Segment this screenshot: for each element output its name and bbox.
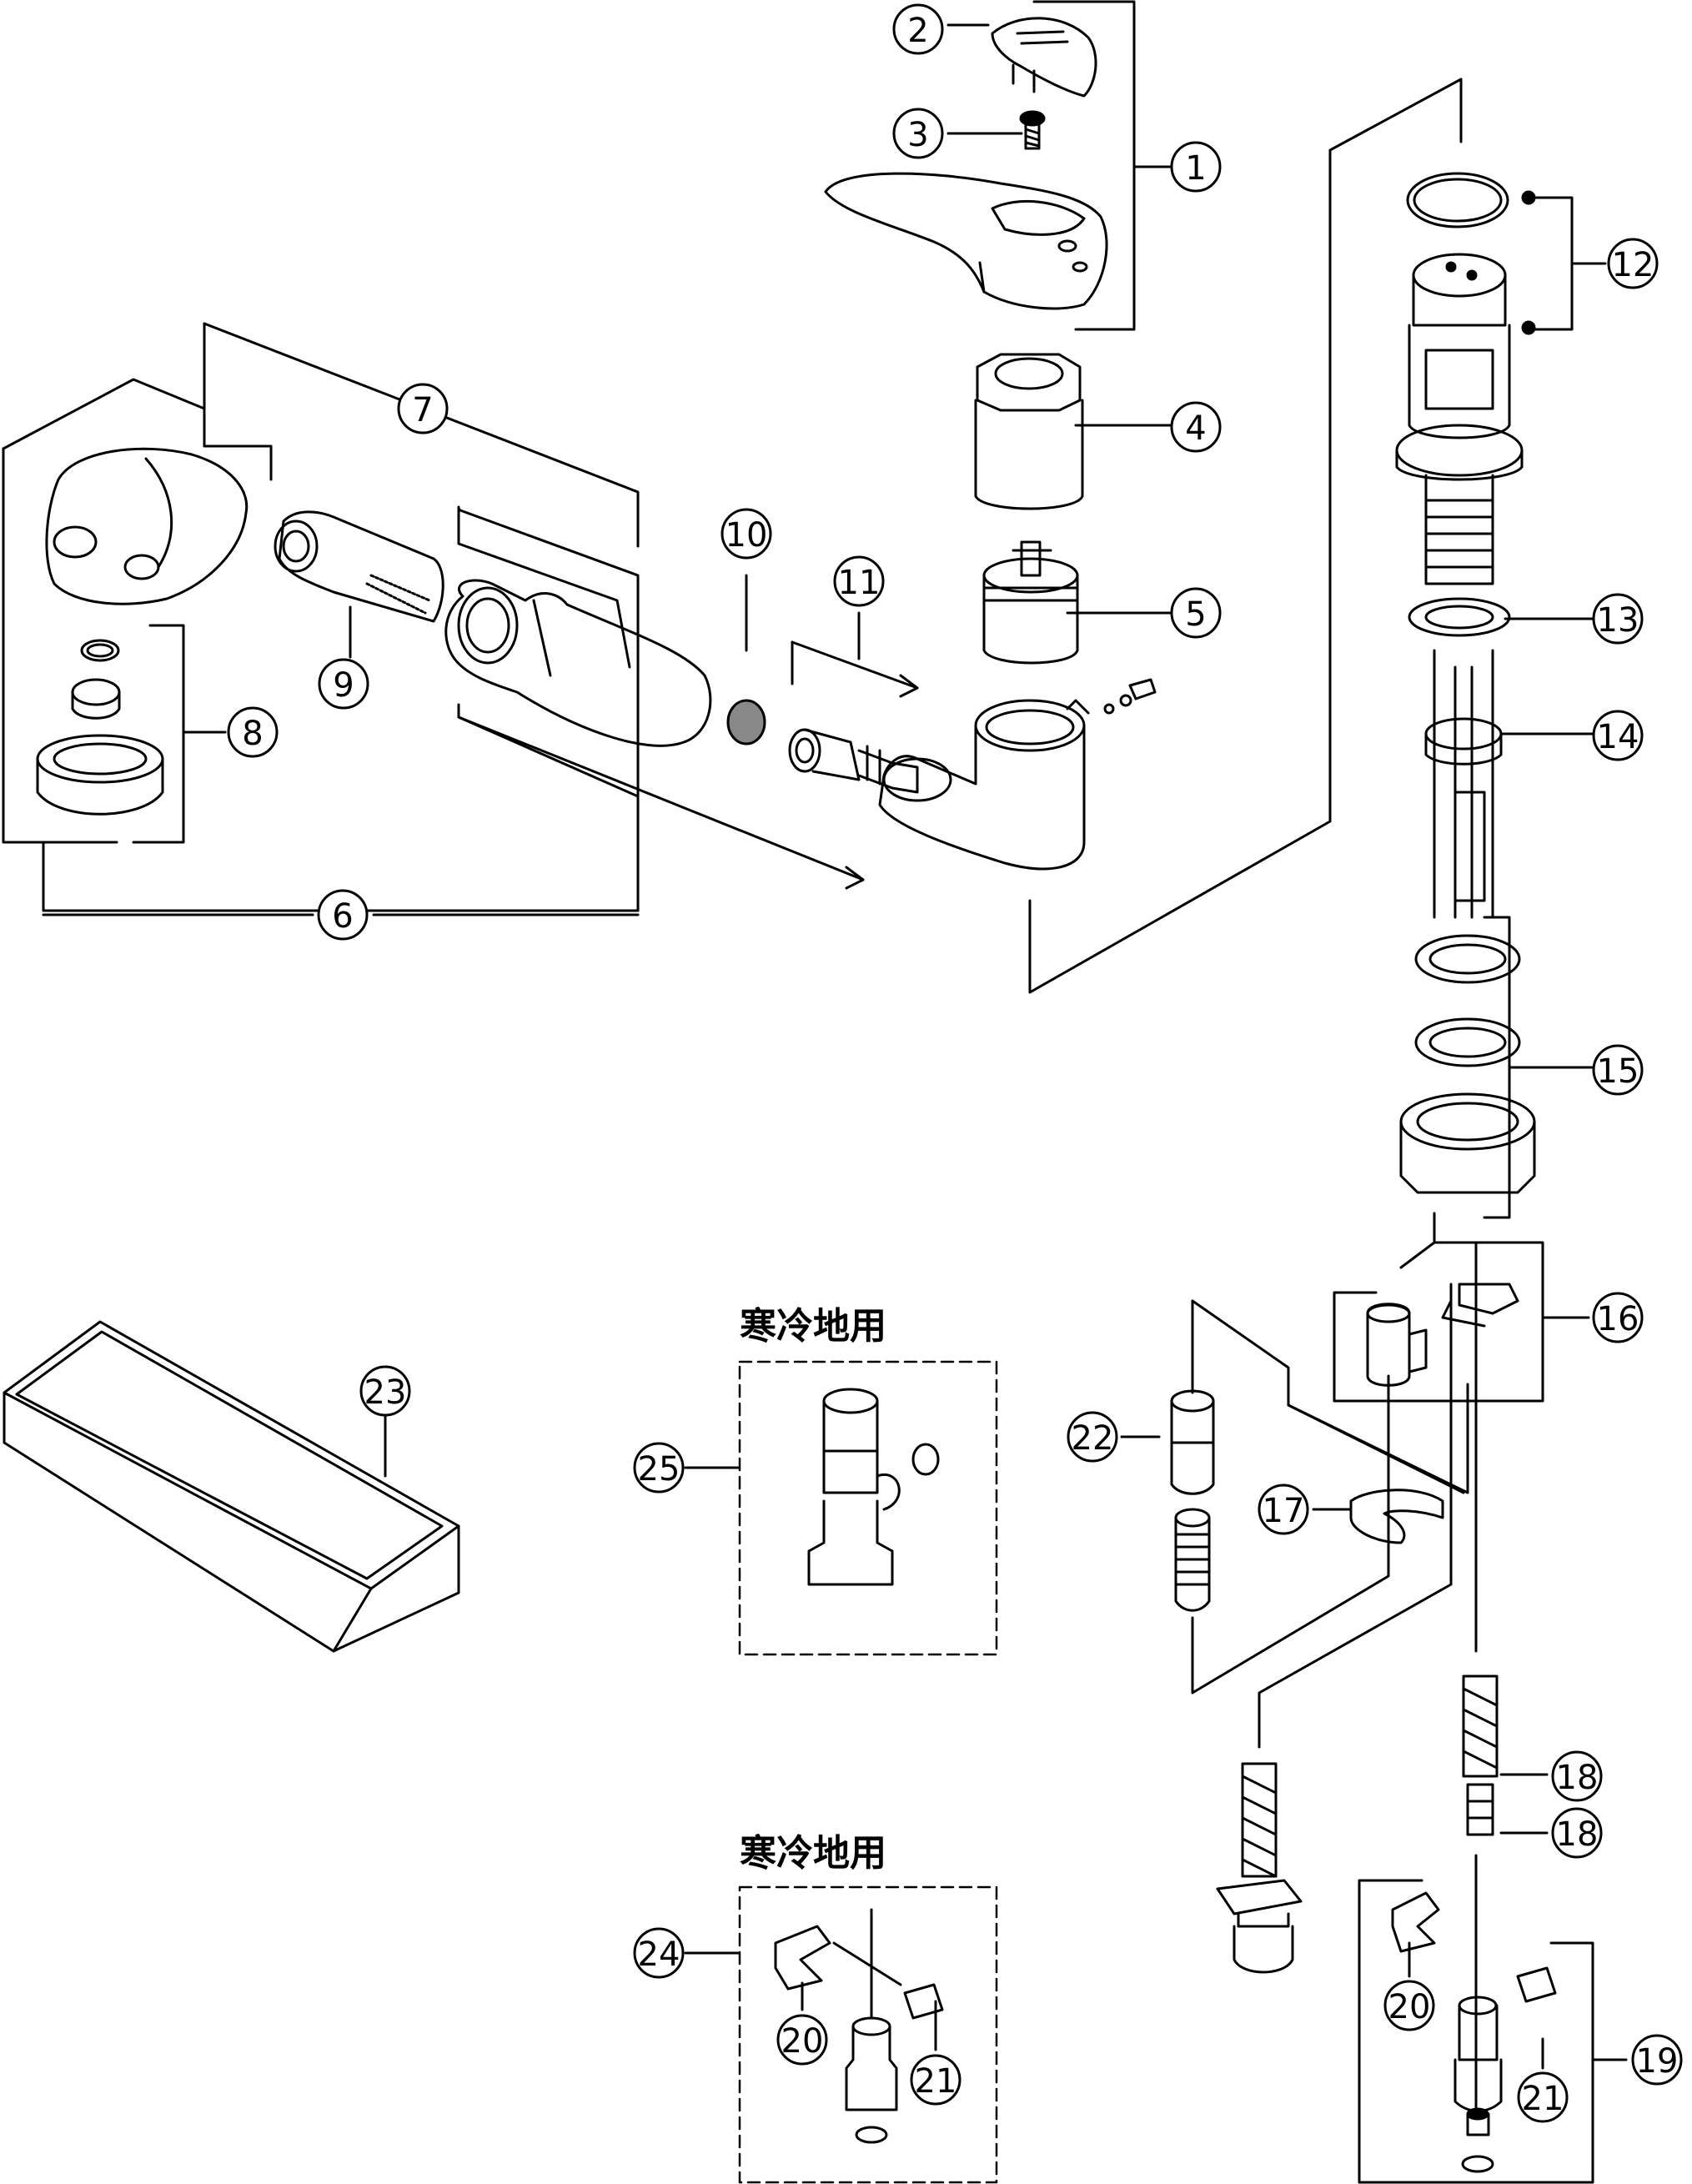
- cover-cylinder-drawing: [974, 353, 1084, 510]
- svg-text:23: 23: [364, 1373, 407, 1412]
- svg-text:1: 1: [1185, 149, 1206, 188]
- washer-set-15-drawing: [1399, 934, 1536, 1194]
- callout-17: 17: [1258, 1484, 1309, 1535]
- handle-cap-drawing: [991, 17, 1097, 98]
- callout-7: 7: [397, 383, 449, 434]
- o-ring-drawing: [1406, 172, 1536, 335]
- svg-text:21: 21: [915, 2062, 957, 2101]
- aerator-drawing: [36, 639, 164, 816]
- callout-11: 11: [833, 555, 885, 607]
- clip-16-drawing: [1366, 1283, 1519, 1387]
- svg-text:20: 20: [1388, 1988, 1431, 2026]
- callout-14: 14: [1592, 710, 1644, 761]
- callout-12: 12: [1607, 238, 1659, 289]
- hose-connector-drawing: [1170, 1389, 1215, 1612]
- svg-text:12: 12: [1612, 246, 1654, 284]
- svg-text:15: 15: [1597, 1052, 1639, 1091]
- svg-text:20: 20: [781, 2022, 824, 2061]
- rods-drawing: [1433, 649, 1494, 919]
- svg-text:19: 19: [1636, 2042, 1679, 2081]
- washer-13-drawing: [1408, 597, 1511, 637]
- svg-text:13: 13: [1597, 601, 1639, 640]
- callout-9: 9: [318, 658, 369, 710]
- part-illustrations: [3, 17, 1557, 2173]
- svg-text:25: 25: [638, 1450, 680, 1489]
- svg-text:7: 7: [412, 391, 433, 429]
- callout-19: 19: [1631, 2034, 1683, 2086]
- callout-18a: 18: [1551, 1750, 1603, 1802]
- svg-text:22: 22: [1072, 1419, 1114, 1458]
- svg-text:21: 21: [1522, 2080, 1564, 2118]
- callout-25: 25: [633, 1442, 685, 1494]
- hose-holder-drawing: [444, 579, 712, 747]
- callout-5: 5: [1170, 587, 1222, 639]
- cold-region-bottom-box: 寒冷地用: [738, 1832, 998, 2184]
- callout-21-right: 21: [1517, 2071, 1569, 2123]
- callout-10: 10: [720, 508, 772, 560]
- svg-text:11: 11: [838, 564, 881, 602]
- spout-body-drawing: [878, 699, 1090, 871]
- cold-region-bottom-title: 寒冷地用: [740, 1832, 886, 1875]
- cold-region-valve-drawing: [807, 1388, 940, 1586]
- callout-3: 3: [892, 108, 944, 159]
- svg-text:6: 6: [332, 897, 353, 936]
- nut-14-drawing: [1424, 717, 1503, 766]
- screw-drawing: [1019, 110, 1046, 150]
- callout-16: 16: [1592, 1292, 1644, 1343]
- svg-text:18: 18: [1556, 1759, 1599, 1797]
- callout-15: 15: [1592, 1044, 1644, 1096]
- callout-8: 8: [227, 706, 279, 758]
- svg-text:8: 8: [242, 715, 263, 753]
- svg-text:5: 5: [1185, 595, 1206, 634]
- svg-text:2: 2: [907, 12, 928, 50]
- callout-20-left: 20: [776, 2014, 828, 2066]
- tray-drawing: [3, 1320, 460, 1653]
- shower-head-drawing: [45, 447, 249, 605]
- callout-4: 4: [1170, 401, 1222, 453]
- callout-24: 24: [633, 1927, 685, 1979]
- callout-21-left: 21: [910, 2054, 961, 2106]
- flex-hose-right-drawing: [1462, 1674, 1499, 1836]
- valve-set-19-drawing: [1391, 1891, 1557, 2173]
- callout-2: 2: [892, 3, 944, 55]
- svg-text:10: 10: [726, 516, 768, 555]
- svg-text:16: 16: [1597, 1300, 1639, 1338]
- svg-text:4: 4: [1185, 409, 1206, 448]
- callout-23: 23: [359, 1365, 411, 1417]
- callout-18b: 18: [1551, 1807, 1603, 1859]
- mounting-spindle-drawing: [1395, 253, 1524, 585]
- cold-region-top-box: 寒冷地用: [738, 1305, 998, 1656]
- callout-13: 13: [1592, 593, 1644, 645]
- svg-text:9: 9: [333, 666, 354, 705]
- callout-1: 1: [1170, 141, 1222, 193]
- callouts: 1 2 3 4 5 6 7 8 9 10 11 12 13 14 15 16 1…: [227, 3, 1683, 2123]
- callout-6: 6: [317, 889, 369, 941]
- diverter-drawing: [788, 728, 952, 802]
- cold-region-fitting-drawing: [774, 1925, 944, 2144]
- hose-sleeve-drawing: [274, 510, 444, 623]
- svg-text:17: 17: [1263, 1492, 1305, 1530]
- u-clip-drawing: [1349, 1489, 1444, 1544]
- callout-20-right: 20: [1383, 1980, 1435, 2031]
- svg-text:3: 3: [907, 116, 928, 154]
- cold-region-top-title: 寒冷地用: [740, 1305, 886, 1348]
- lever-handle-drawing: [824, 172, 1108, 310]
- leader-lines: [2, 0, 1628, 2184]
- strainer-disc-drawing: [726, 699, 766, 746]
- cartridge-drawing: [982, 540, 1157, 715]
- callout-22: 22: [1067, 1411, 1118, 1463]
- flex-hose-left-drawing: [1216, 1762, 1303, 1974]
- svg-text:18: 18: [1556, 1815, 1599, 1854]
- svg-text:24: 24: [638, 1935, 680, 1974]
- svg-text:14: 14: [1597, 718, 1639, 756]
